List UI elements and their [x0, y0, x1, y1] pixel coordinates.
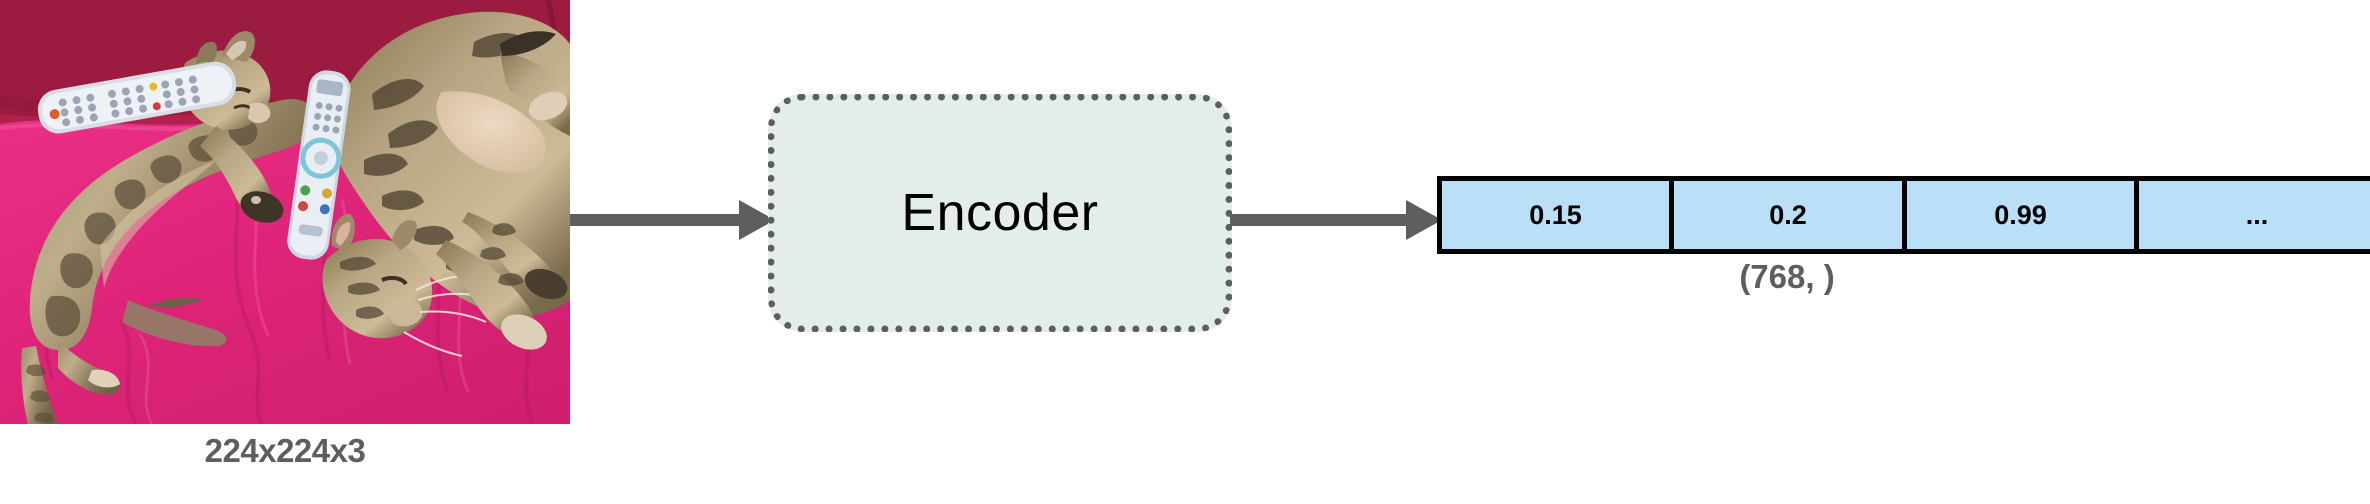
vector-cell-ellipsis: ...: [2139, 181, 2370, 249]
output-shape-label: (768, ): [1739, 258, 1835, 295]
encoder-label: Encoder: [901, 184, 1099, 242]
remote-right: [287, 70, 351, 260]
embedding-vector: 0.15 0.2 0.99 ...: [1437, 176, 2370, 254]
arrow-encoder-to-vector: [1230, 200, 1442, 240]
arrow-shaft: [570, 214, 742, 226]
vector-cell: 0.2: [1674, 181, 1907, 249]
arrow-input-to-encoder: [570, 200, 775, 240]
cat-right: [322, 11, 570, 357]
vector-cell: 0.99: [1907, 181, 2139, 249]
encoder-box[interactable]: Encoder: [768, 94, 1232, 332]
remote-left: [37, 61, 237, 134]
input-shape-label: 224x224x3: [204, 432, 366, 469]
arrow-head-icon: [1406, 200, 1442, 240]
input-image-block: 224x224x3: [0, 0, 570, 469]
output-vector-block: 0.15 0.2 0.99 ... (768, ): [1437, 176, 2370, 295]
input-photo: [0, 0, 570, 424]
cats-photo-illustration: [0, 0, 570, 424]
arrow-shaft: [1230, 214, 1408, 226]
vector-cell: 0.15: [1442, 181, 1674, 249]
